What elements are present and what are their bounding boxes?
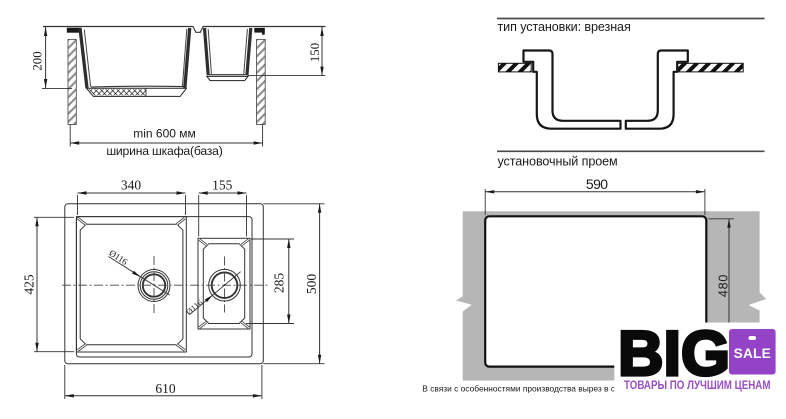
svg-text:ТОВАРЫ ПО ЛУЧШИМ ЦЕНАМ: ТОВАРЫ ПО ЛУЧШИМ ЦЕНАМ bbox=[624, 378, 771, 392]
svg-text:500: 500 bbox=[304, 274, 319, 295]
svg-text:340: 340 bbox=[121, 178, 142, 193]
svg-text:В связи с особенностями произв: В связи с особенностями производства выр… bbox=[422, 384, 730, 394]
svg-text:200: 200 bbox=[31, 51, 45, 70]
svg-text:610: 610 bbox=[155, 381, 176, 396]
svg-text:155: 155 bbox=[212, 178, 233, 193]
svg-text:SALE: SALE bbox=[734, 346, 771, 361]
svg-text:BIG: BIG bbox=[618, 319, 730, 389]
svg-text:480: 480 bbox=[717, 274, 731, 297]
svg-text:тип установки: врезная: тип установки: врезная bbox=[498, 20, 631, 34]
svg-text:285: 285 bbox=[272, 273, 287, 294]
svg-text:установочный проем: установочный проем bbox=[498, 155, 618, 169]
svg-text:150: 150 bbox=[308, 43, 322, 62]
svg-text:425: 425 bbox=[22, 274, 37, 295]
svg-text:590: 590 bbox=[586, 176, 608, 192]
svg-text:ширина шкафа(база): ширина шкафа(база) bbox=[106, 144, 222, 158]
svg-text:min 600 мм: min 600 мм bbox=[133, 126, 196, 140]
